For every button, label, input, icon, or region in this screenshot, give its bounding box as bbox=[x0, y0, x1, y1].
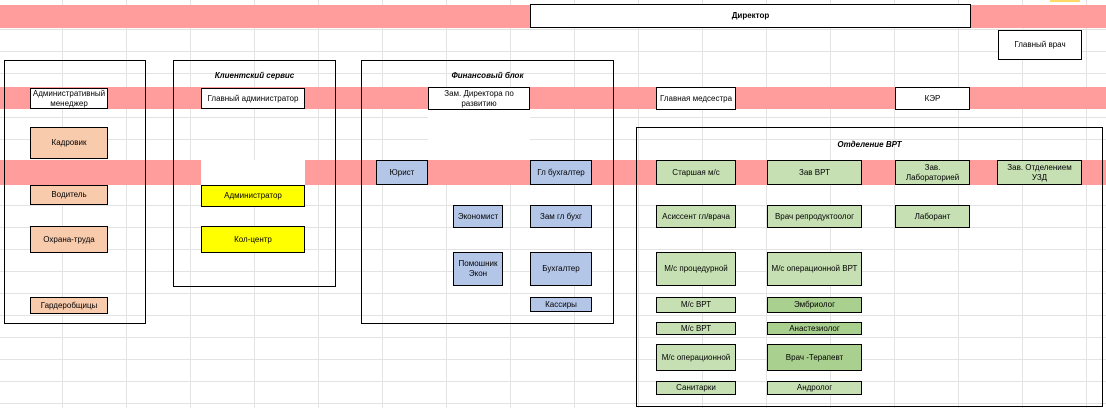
unit-administrator-label: Администратор bbox=[224, 191, 282, 200]
unit-labor-safety[interactable]: Охрана-труда bbox=[30, 226, 108, 253]
selected-column-marker bbox=[1050, 0, 1080, 2]
unit-ker[interactable]: КЭР bbox=[895, 87, 970, 110]
unit-deputy-director-label: Зам. Директора по развитию bbox=[444, 88, 514, 108]
unit-senior-nurse[interactable]: Старшая м/с bbox=[656, 160, 736, 185]
unit-operation-nurse-label: М/с операционной bbox=[661, 352, 731, 362]
client-service-group: Клиентский сервис bbox=[173, 60, 336, 287]
unit-accountant-label: Бухгалтер bbox=[542, 264, 580, 273]
unit-ker-label: КЭР bbox=[924, 93, 941, 103]
unit-head-nurse[interactable]: Главная медсестра bbox=[656, 87, 736, 110]
unit-head-admin[interactable]: Главный администратор bbox=[201, 88, 305, 109]
unit-call-center[interactable]: Кол-центр bbox=[201, 226, 305, 253]
unit-lawyer-label: Юрист bbox=[389, 167, 415, 177]
unit-senior-nurse-label: Старшая м/с bbox=[672, 167, 720, 177]
unit-head-lab[interactable]: Зав. Лабораторией bbox=[895, 160, 970, 185]
unit-operation-nurse-vrt[interactable]: М/с операционной ВРТ bbox=[767, 252, 862, 286]
unit-chief-accountant-label: Гл бухгалтер bbox=[537, 167, 585, 177]
unit-accountant[interactable]: Бухгалтер bbox=[530, 252, 592, 286]
unit-admin-manager[interactable]: Административный менеджер bbox=[30, 88, 108, 109]
unit-doctor-assistant[interactable]: Асиссент гл/врача bbox=[656, 205, 736, 228]
unit-orderlies-label: Санитарки bbox=[676, 383, 716, 392]
unit-nurse-vrt-1[interactable]: М/с ВРТ bbox=[656, 297, 736, 313]
unit-head-lab-label: Зав. Лабораторией bbox=[905, 162, 960, 182]
unit-head-uzd-label: Зав. Отделением УЗД bbox=[1007, 162, 1072, 182]
unit-procedure-nurse[interactable]: М/с процедурной bbox=[656, 252, 736, 286]
unit-doctor-assistant-label: Асиссент гл/врача bbox=[662, 211, 730, 221]
unit-nurse-vrt-2-label: М/с ВРТ bbox=[680, 323, 712, 333]
unit-nurse-vrt-1-label: М/с ВРТ bbox=[680, 300, 712, 309]
unit-operation-nurse[interactable]: М/с операционной bbox=[656, 344, 736, 371]
unit-deputy-chief-accountant-label: Зам гл бухг bbox=[540, 211, 582, 221]
unit-nurse-vrt-2[interactable]: М/с ВРТ bbox=[656, 322, 736, 335]
unit-anesthesiologist[interactable]: Анастезиолог bbox=[767, 322, 862, 335]
unit-lab-assistant-label: Лаборант bbox=[914, 211, 951, 221]
unit-hr-label: Кадровик bbox=[51, 138, 87, 147]
unit-therapist-label: Врач -Терапевт bbox=[785, 352, 844, 362]
unit-head-nurse-label: Главная медсестра bbox=[659, 93, 733, 103]
finance-title: Финансовый блок bbox=[451, 71, 524, 80]
unit-deputy-director[interactable]: Зам. Директора по развитию bbox=[428, 87, 530, 110]
finance-gap-cell bbox=[428, 110, 530, 160]
unit-head-vrt[interactable]: Зав ВРТ bbox=[767, 160, 862, 185]
admin-block-group bbox=[4, 60, 146, 324]
unit-call-center-label: Кол-центр bbox=[234, 234, 272, 244]
unit-andrologist[interactable]: Андролог bbox=[767, 381, 862, 395]
director-label: Директор bbox=[731, 11, 770, 20]
unit-hr[interactable]: Кадровик bbox=[30, 127, 108, 159]
unit-deputy-chief-accountant[interactable]: Зам гл бухг bbox=[530, 205, 592, 228]
unit-cloakroom-label: Гардеробщицы bbox=[40, 300, 98, 310]
director-box[interactable]: Директор bbox=[530, 4, 971, 28]
unit-lab-assistant[interactable]: Лаборант bbox=[895, 205, 970, 228]
unit-reproductologist-label: Врач репродуктоолог bbox=[774, 211, 855, 221]
unit-head-vrt-label: Зав ВРТ bbox=[799, 167, 830, 177]
unit-driver[interactable]: Водитель bbox=[30, 185, 108, 205]
finance-group: Финансовый блок bbox=[361, 60, 614, 324]
unit-lawyer[interactable]: Юрист bbox=[376, 160, 428, 185]
unit-andrologist-label: Андролог bbox=[796, 383, 833, 392]
unit-anesthesiologist-label: Анастезиолог bbox=[789, 323, 840, 333]
unit-head-uzd[interactable]: Зав. Отделением УЗД bbox=[997, 160, 1082, 185]
unit-econ-assistant[interactable]: Помошник Экон bbox=[453, 252, 503, 286]
unit-cloakroom[interactable]: Гардеробщицы bbox=[30, 297, 108, 314]
unit-operation-nurse-vrt-label: М/с операционной ВРТ bbox=[771, 264, 858, 273]
client-service-title: Клиентский сервис bbox=[214, 71, 295, 80]
unit-labor-safety-label: Охрана-труда bbox=[43, 234, 95, 244]
client-service-gap-cell bbox=[201, 160, 305, 185]
chief-doctor-label: Главный врач bbox=[1014, 40, 1066, 49]
unit-administrator[interactable]: Администратор bbox=[201, 185, 305, 207]
unit-economist-label: Экономист bbox=[457, 211, 499, 221]
unit-therapist[interactable]: Врач -Терапевт bbox=[767, 344, 862, 371]
unit-orderlies[interactable]: Санитарки bbox=[656, 381, 736, 395]
unit-embryologist-label: Эмбриолог bbox=[794, 300, 835, 309]
unit-econ-assistant-label: Помошник Экон bbox=[458, 259, 498, 278]
unit-head-admin-label: Главный администратор bbox=[207, 93, 299, 103]
unit-admin-manager-label: Административный менеджер bbox=[32, 88, 106, 108]
unit-embryologist[interactable]: Эмбриолог bbox=[767, 297, 862, 313]
vrt-department-title: Отделение ВРТ bbox=[837, 140, 902, 149]
unit-chief-accountant[interactable]: Гл бухгалтер bbox=[530, 160, 592, 185]
unit-reproductologist[interactable]: Врач репродуктоолог bbox=[767, 205, 862, 228]
unit-cashiers-label: Кассиры bbox=[545, 299, 577, 309]
chief-doctor-box[interactable]: Главный врач bbox=[998, 30, 1082, 60]
unit-procedure-nurse-label: М/с процедурной bbox=[664, 264, 728, 273]
unit-economist[interactable]: Экономист bbox=[453, 205, 503, 228]
unit-cashiers[interactable]: Кассиры bbox=[530, 297, 592, 312]
unit-driver-label: Водитель bbox=[51, 190, 87, 199]
vrt-department-group: Отделение ВРТ bbox=[636, 127, 1103, 407]
